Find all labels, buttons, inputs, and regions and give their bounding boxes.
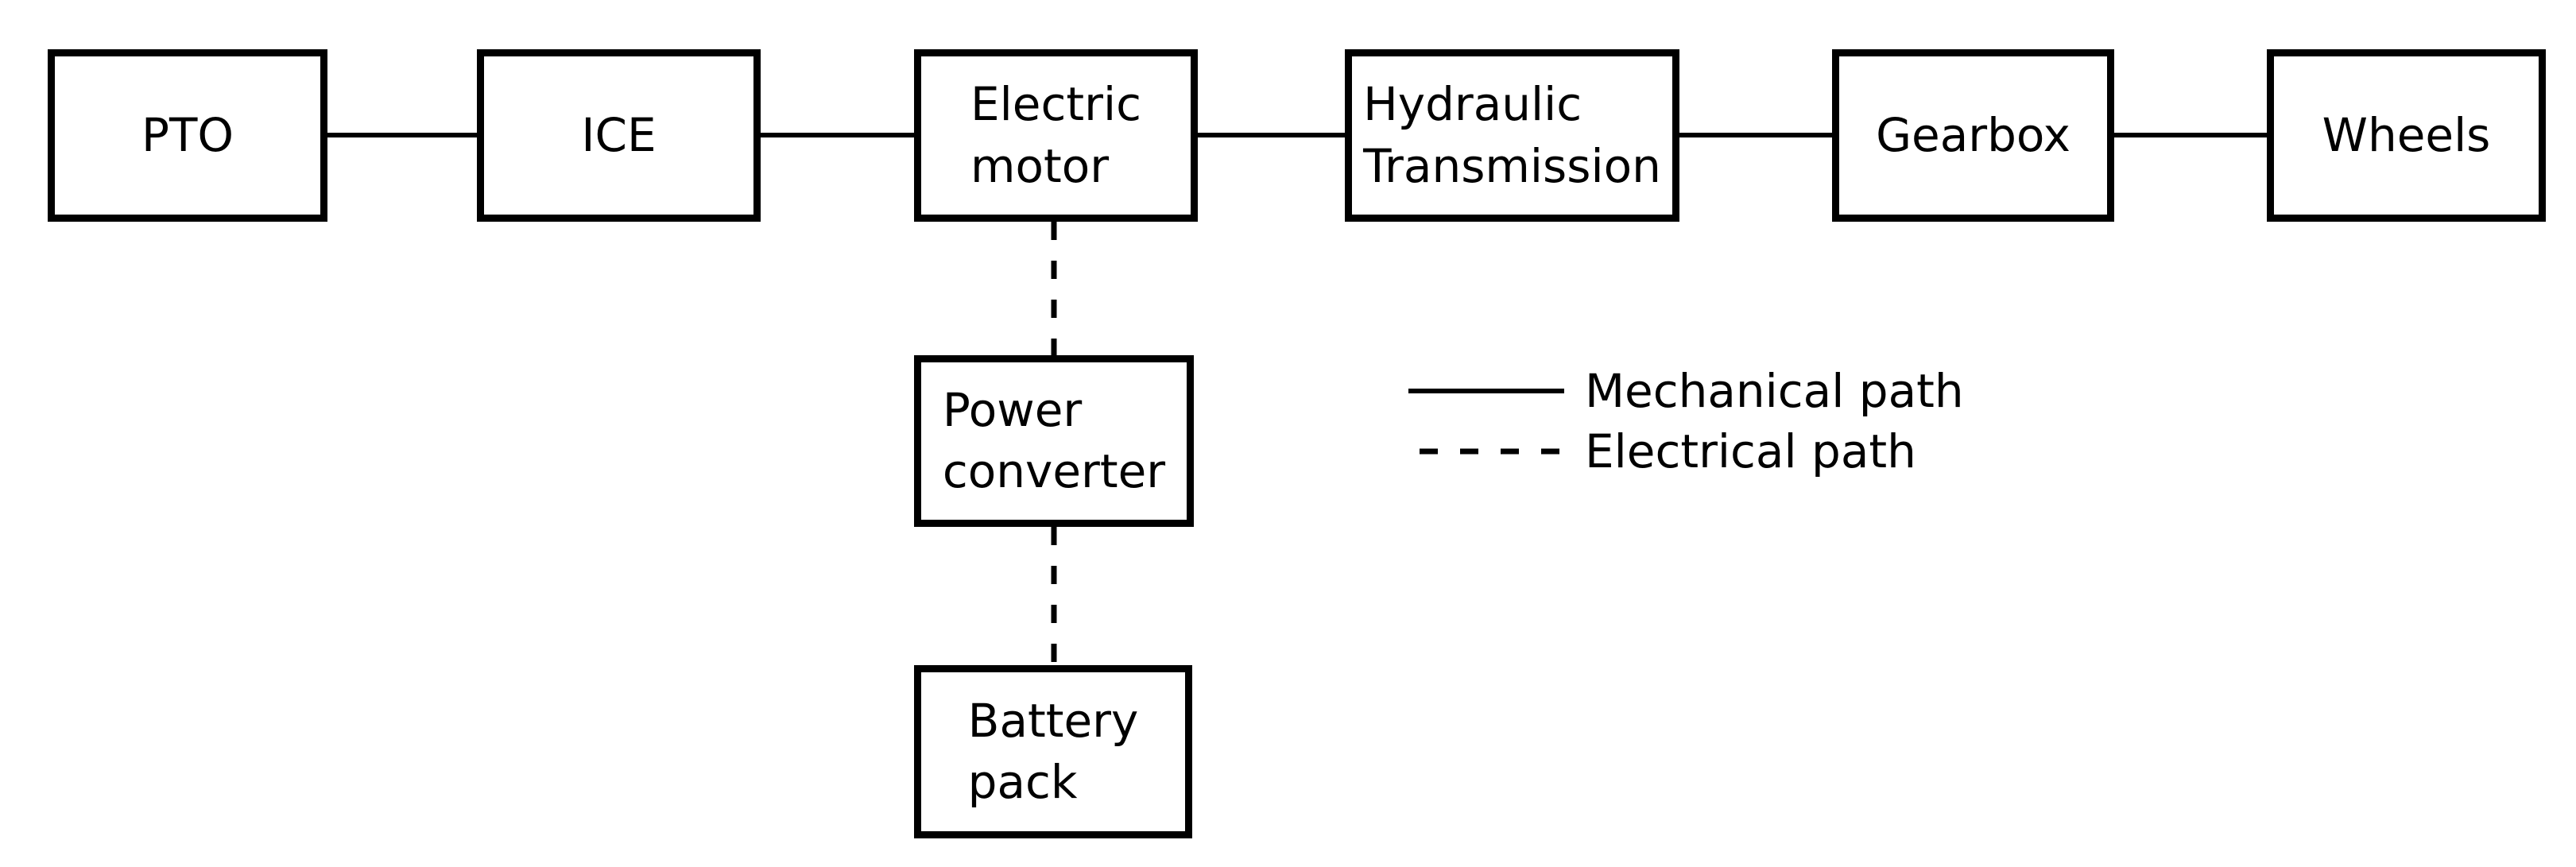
block-label: Electric motor: [970, 77, 1141, 193]
block-label: Wheels: [2322, 107, 2491, 162]
block-label: Hydraulic Transmission: [1363, 77, 1661, 193]
legend-item-mechanical: Mechanical path: [1408, 361, 1964, 421]
block-electric-motor: Electric motor: [914, 49, 1198, 222]
block-gearbox: Gearbox: [1832, 49, 2114, 222]
legend-label: Electrical path: [1585, 424, 1916, 478]
block-battery-pack: Battery pack: [914, 665, 1192, 838]
block-hydraulic-transmission: Hydraulic Transmission: [1345, 49, 1679, 222]
solid-line-sample-icon: [1408, 389, 1564, 393]
block-ice: ICE: [477, 49, 761, 222]
legend-label: Mechanical path: [1585, 364, 1964, 418]
block-wheels: Wheels: [2267, 49, 2546, 222]
dashed-line-sample-icon: [1420, 448, 1564, 455]
block-pto: PTO: [48, 49, 327, 222]
block-power-converter: Power converter: [914, 355, 1194, 527]
legend-item-electrical: Electrical path: [1408, 421, 1964, 482]
block-label: Battery pack: [967, 693, 1139, 809]
block-label: PTO: [141, 107, 234, 162]
block-label: ICE: [581, 107, 657, 162]
block-label: Gearbox: [1876, 107, 2070, 162]
block-label: Power converter: [942, 382, 1166, 498]
legend: Mechanical path Electrical path: [1408, 361, 1964, 482]
